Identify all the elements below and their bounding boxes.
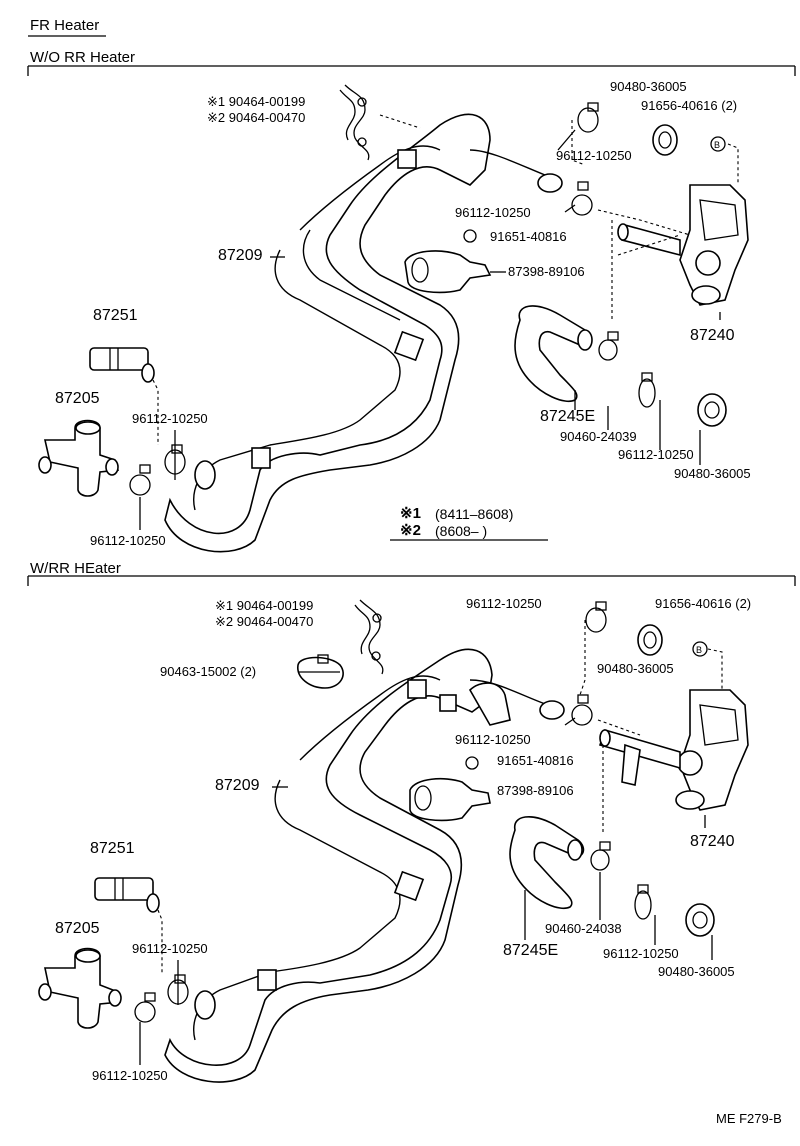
part-label: 87398-89106 — [497, 783, 574, 798]
part-label: 90460-24038 — [545, 921, 622, 936]
section-heading: W/RR HEater — [30, 560, 121, 577]
part-label: 87205 — [55, 920, 100, 937]
grommet-90480-rr-b — [685, 903, 715, 937]
part-label: 87209 — [218, 247, 263, 264]
page-title: FR Heater — [30, 17, 100, 34]
part-label: 87209 — [215, 777, 260, 794]
part-label: 90480-36005 — [597, 661, 674, 676]
bracket-87398-rr — [409, 777, 491, 822]
reference-code: ME F279-B — [716, 1111, 782, 1126]
part-label: 96112-10250 — [90, 533, 166, 548]
svg-text:B: B — [714, 140, 720, 150]
section-heading: W/O RR Heater — [30, 49, 136, 66]
hose-87245E-rr — [509, 816, 585, 909]
part-label: 87240 — [690, 327, 735, 344]
part-label: 91651-40816 — [490, 229, 567, 244]
part-label: 90463-15002 (2) — [160, 664, 257, 679]
part-label: 90480-36005 — [658, 964, 735, 979]
bracket-87398 — [404, 250, 492, 294]
grommet-90480-rr — [637, 624, 663, 656]
part-label: 87245E — [540, 408, 596, 425]
bolt-b-icon — [692, 641, 708, 657]
part-label: 87205 — [55, 390, 100, 407]
clamp-90464 — [339, 84, 370, 161]
part-label: 91656-40616 (2) — [655, 596, 752, 611]
part-label: 96112-10250 — [455, 205, 531, 220]
part-label: 87240 — [690, 833, 735, 850]
part-label: ※1 90464-00199 — [207, 94, 306, 109]
heater-valve-87240 — [617, 184, 749, 306]
note-marker: ※2 — [400, 522, 421, 539]
part-label: 96112-10250 — [556, 148, 632, 163]
part-label: 91656-40616 (2) — [641, 98, 738, 113]
part-label: 96112-10250 — [132, 411, 208, 426]
note-range: (8411–8608) — [435, 506, 514, 522]
part-label: 90480-36005 — [674, 466, 751, 481]
pipe-87251 — [89, 347, 155, 383]
bolt-b-icon — [465, 756, 479, 770]
grommet-90480 — [652, 124, 678, 156]
part-label: 87245E — [503, 942, 559, 959]
hose-clamps — [129, 102, 656, 496]
svg-text:B: B — [696, 645, 702, 655]
part-label: 91651-40816 — [497, 753, 574, 768]
part-label: 87251 — [93, 307, 138, 324]
part-label: 90460-24039 — [560, 429, 637, 444]
hose-87245E — [514, 305, 593, 402]
clamp-90463 — [297, 654, 344, 689]
part-label: 96112-10250 — [466, 596, 542, 611]
clamp-90464-rr — [354, 599, 384, 675]
part-label: 87251 — [90, 840, 135, 857]
bolt-b-icon — [710, 136, 726, 152]
tee-87205 — [38, 419, 120, 497]
note-range: (8608– ) — [435, 523, 488, 539]
heater-hose-87209 — [164, 113, 563, 553]
part-label: 96112-10250 — [455, 732, 531, 747]
tee-87205-rr — [38, 947, 122, 1029]
grommet-90480-b — [697, 393, 727, 427]
heater-hose-87209-rr — [164, 648, 565, 1083]
pipe-87251-rr — [94, 877, 160, 913]
part-label: ※2 90464-00470 — [215, 614, 314, 629]
bolt-b-icon — [463, 229, 477, 243]
part-label: 96112-10250 — [603, 946, 679, 961]
heater-valve-87240-rr — [598, 689, 749, 811]
part-label: 96112-10250 — [618, 447, 694, 462]
part-label: 90480-36005 — [610, 79, 687, 94]
part-label: 96112-10250 — [132, 941, 208, 956]
part-label: 87398-89106 — [508, 264, 585, 279]
part-label: ※2 90464-00470 — [207, 110, 306, 125]
part-label: 96112-10250 — [92, 1068, 168, 1083]
note-marker: ※1 — [400, 505, 421, 522]
part-label: ※1 90464-00199 — [215, 598, 314, 613]
